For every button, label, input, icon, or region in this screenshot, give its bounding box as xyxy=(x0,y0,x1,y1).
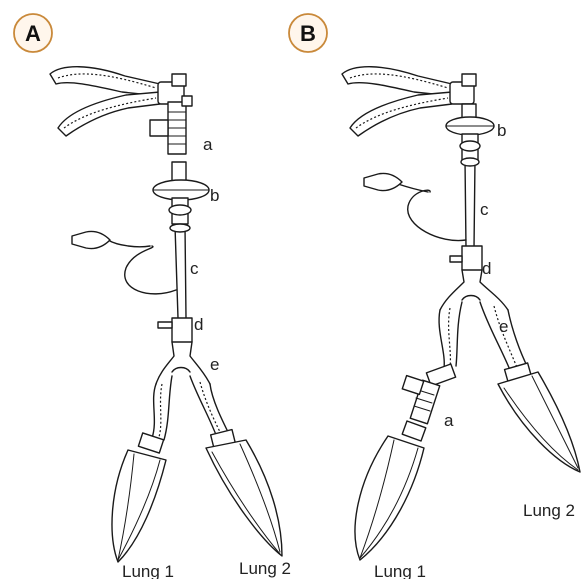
panel-a-label-e: e xyxy=(210,355,219,374)
panel-a-label-b: b xyxy=(210,186,219,205)
panel-a-label-d: d xyxy=(194,315,203,334)
panel-b-badge: B xyxy=(289,14,327,52)
panel-b-lung-2 xyxy=(498,363,580,472)
panel-b-bifurcation xyxy=(440,270,508,310)
panel-b-label-e: e xyxy=(499,317,508,336)
panel-a-badge: A xyxy=(14,14,52,52)
panel-a-lung-1-label: Lung 1 xyxy=(122,562,174,579)
panel-a-component-c-tube xyxy=(72,224,190,318)
panel-b-component-c-tube xyxy=(364,158,479,248)
panel-b-label-b: b xyxy=(497,121,506,140)
panel-b-label-d: d xyxy=(482,259,491,278)
panel-a-label-c: c xyxy=(190,259,199,278)
panel-a-component-b-filter xyxy=(153,162,209,224)
panel-b-lung-2-label: Lung 2 xyxy=(523,501,575,520)
panel-b-label-a: a xyxy=(444,411,454,430)
panel-b: B xyxy=(289,14,580,579)
panel-a-component-d xyxy=(158,318,192,342)
panel-b-lung-1 xyxy=(355,421,426,560)
panel-b-lung-1-label: Lung 1 xyxy=(374,562,426,579)
panel-a-lung-2-label: Lung 2 xyxy=(239,559,291,578)
panel-a-component-e-tubing xyxy=(152,376,230,440)
panel-a-bifurcation xyxy=(156,342,210,384)
panel-b-letter: B xyxy=(300,21,316,46)
panel-b-component-d xyxy=(450,246,482,270)
panel-b-component-b-filter xyxy=(446,104,494,160)
panel-a-lung-1 xyxy=(112,433,166,562)
panel-a-lung-2 xyxy=(206,430,282,556)
panel-b-component-e-tubing xyxy=(439,302,528,370)
panel-b-label-c: c xyxy=(480,200,489,219)
panel-a-letter: A xyxy=(25,21,41,46)
panel-a-label-a: a xyxy=(203,135,213,154)
panel-a: A xyxy=(14,14,291,579)
